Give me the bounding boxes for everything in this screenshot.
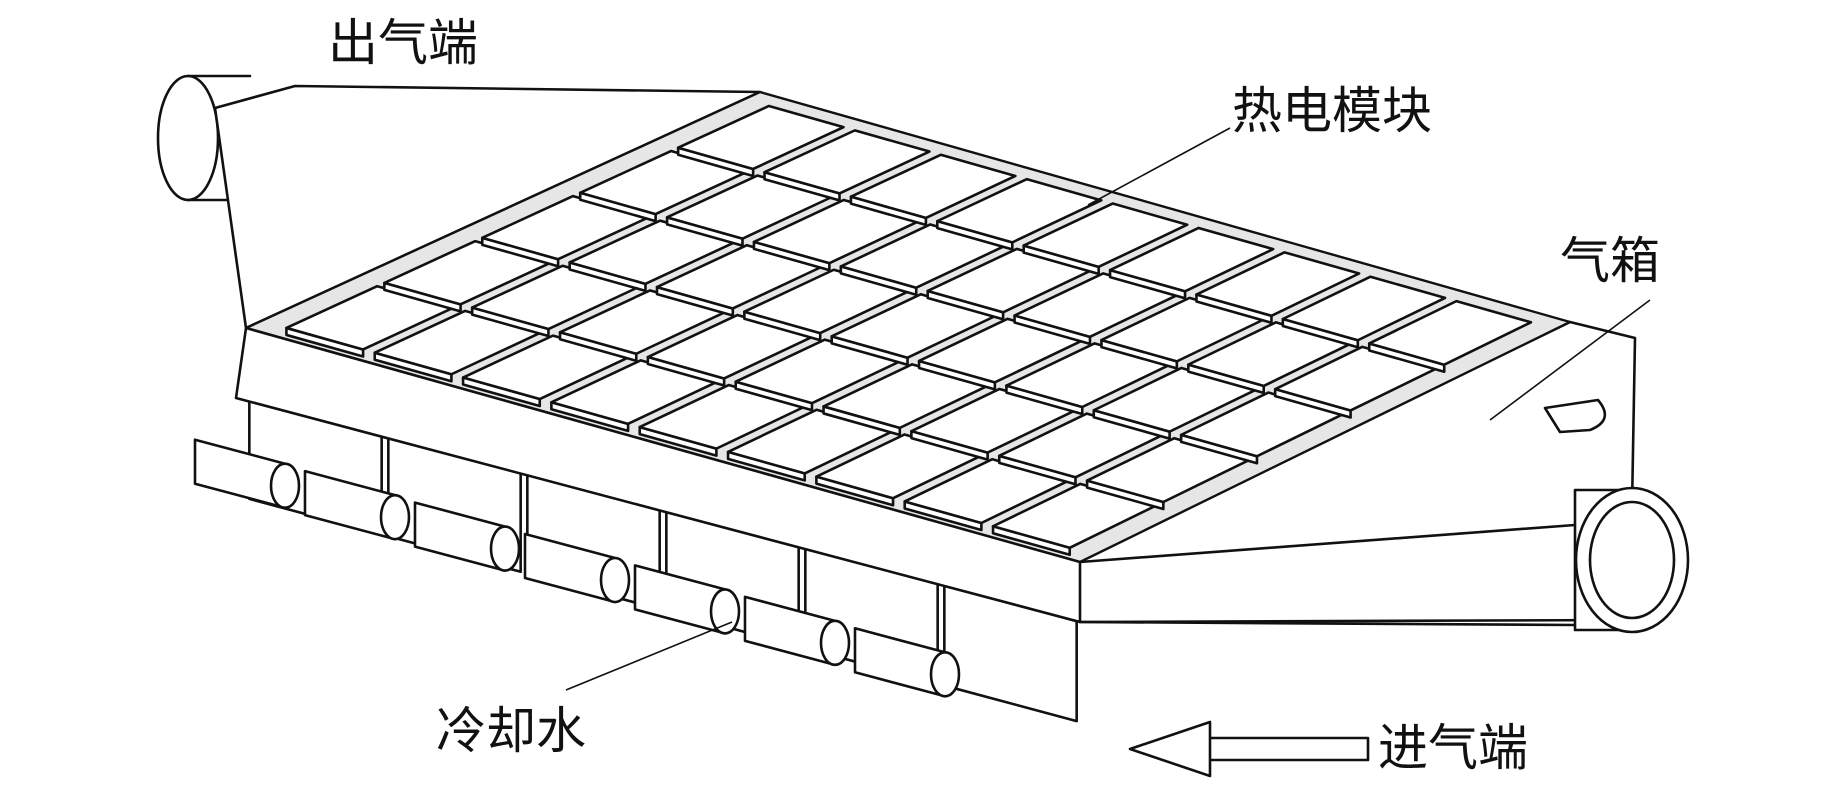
module-tile: [1022, 202, 1189, 269]
cooling-pipe-end: [489, 525, 521, 572]
module-tile: [763, 129, 931, 195]
label-thermoelectric-module: 热电模块: [1232, 82, 1432, 140]
inlet-arrow: [1128, 720, 1370, 778]
cooling-water-pipes: [193, 438, 961, 698]
leader-line-cooling: [565, 621, 733, 691]
label-cooling-water: 冷却水: [436, 702, 586, 760]
leader-line-module: [1087, 127, 1231, 206]
label-outlet: 出气端: [328, 14, 478, 72]
module-tile: [1108, 226, 1275, 293]
leader-line-gas-box: [1489, 299, 1651, 421]
module-tile: [849, 153, 1017, 220]
cooling-pipe-end: [709, 588, 741, 635]
outlet-pipe: [156, 74, 252, 202]
inlet-pipe: [1573, 486, 1690, 634]
label-gas-box: 气箱: [1560, 232, 1660, 290]
cooling-pipe-end: [379, 493, 411, 541]
thermoelectric-module-grid: [285, 104, 1533, 557]
module-plate-front: [234, 326, 1082, 624]
module-tile: [936, 177, 1103, 244]
cooling-pipe-end: [269, 462, 301, 510]
cooling-pipe-end: [599, 556, 631, 604]
cooling-pipe-end: [819, 619, 851, 667]
cooling-pipe-end: [929, 650, 961, 698]
module-tile: [1281, 275, 1447, 342]
module-tile: [676, 104, 845, 171]
label-inlet: 进气端: [1378, 719, 1528, 777]
module-tile: [1195, 251, 1361, 318]
module-tile: [1367, 299, 1533, 367]
